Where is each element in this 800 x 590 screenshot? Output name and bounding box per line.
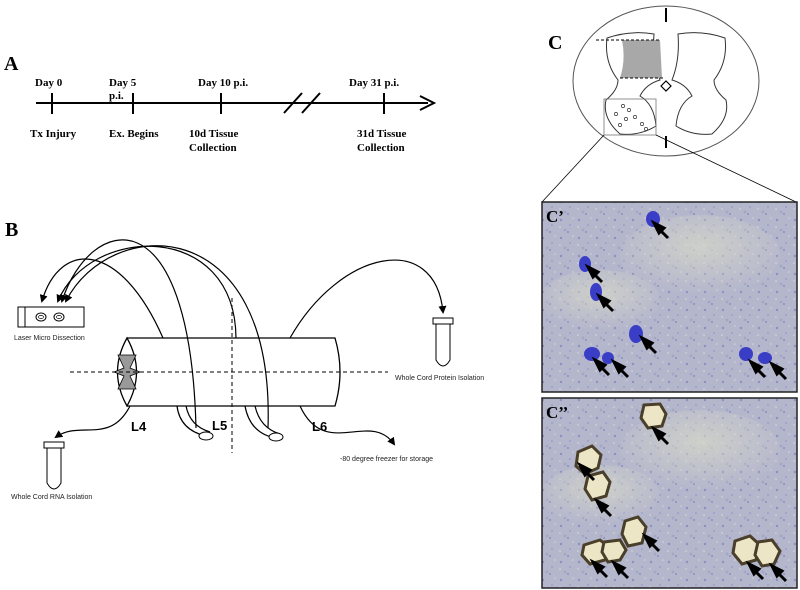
timeline-break-mark-2 — [301, 92, 321, 114]
dissected-hole — [731, 534, 762, 566]
timeline-break-mark-1 — [283, 92, 303, 114]
arrow-to-protein — [289, 259, 447, 339]
shaded-region — [620, 40, 662, 78]
timeline-arrowhead — [419, 95, 437, 111]
neuron — [739, 347, 753, 361]
timeline-event-1-bottom: Ex. Begins — [109, 128, 159, 140]
timeline-event-1-top2: p.i. — [109, 90, 124, 102]
timeline-event-2-bottom2: Collection — [189, 142, 237, 154]
gray-matter-right — [671, 32, 728, 135]
dissected-hole — [620, 515, 648, 548]
arrow-to-freezer — [299, 405, 396, 446]
arrow-to-slide-3 — [56, 245, 237, 339]
panel-c1-label: C’ — [546, 207, 564, 226]
rna-label: Whole Cord RNA Isolation — [11, 494, 92, 501]
freezer-label: -80 degree freezer for storage — [340, 456, 433, 463]
timeline-event-3-bottom2: Collection — [357, 142, 405, 154]
laser-label: Laser Micro Dissection — [14, 335, 85, 342]
arrows-c2 — [576, 425, 788, 583]
arrow-to-slide-1 — [39, 258, 164, 339]
timeline-event-2-top: Day 10 p.i. — [198, 77, 248, 89]
cross-section — [541, 5, 797, 203]
protein-label: Whole Cord Protein Isolation — [395, 375, 484, 382]
panel-b-label: B — [5, 219, 18, 241]
slide-section-2 — [53, 312, 65, 322]
timeline-event-1-top: Day 5 — [109, 77, 137, 89]
timeline: Day 0 Tx Injury Day 5 p.i. Ex. Begins Da… — [30, 77, 437, 154]
nerve-root-l5 — [244, 405, 276, 439]
neuron — [584, 347, 600, 361]
timeline-event-3-bottom: 31d Tissue — [357, 128, 407, 140]
nerve-root-l4 — [176, 405, 207, 437]
drg-l5 — [268, 432, 284, 442]
micrograph-c1: C’ — [540, 201, 798, 393]
dissected-hole — [753, 538, 782, 568]
timeline-event-0-bottom: Tx Injury — [30, 128, 77, 140]
segment-label-l5: L5 — [212, 418, 227, 433]
arrow-to-slide-4 — [65, 245, 269, 429]
dissected-hole — [639, 402, 668, 430]
rna-tube — [43, 441, 65, 490]
panel-c-label: C — [548, 32, 562, 54]
diagram-b: Laser Micro Dissection Whole Cord Protei… — [11, 239, 484, 501]
neuron — [602, 352, 614, 364]
zoom-line-left — [541, 134, 605, 203]
timeline-event-3-top: Day 31 p.i. — [349, 77, 399, 89]
laser-slide — [17, 306, 85, 328]
neuron — [758, 352, 772, 364]
segment-label-l4: L4 — [131, 419, 147, 434]
arrows-c1 — [584, 219, 788, 381]
neuron — [629, 325, 643, 343]
panel-c2-label: C’’ — [546, 403, 568, 422]
slide-section-1 — [35, 312, 47, 322]
central-canal — [660, 80, 672, 92]
zoom-line-right — [655, 134, 797, 203]
slide-rect — [17, 306, 85, 328]
micrograph-c2: C’’ — [540, 397, 798, 589]
panel-a-label: A — [4, 53, 19, 75]
motor-neuron-box — [603, 98, 657, 136]
timeline-event-2-bottom: 10d Tissue — [189, 128, 239, 140]
segment-label-l6: L6 — [312, 419, 327, 434]
drg-l4 — [198, 431, 214, 441]
protein-tube — [432, 317, 454, 367]
arrow-to-slide-2 — [60, 239, 197, 429]
timeline-event-0-top: Day 0 — [35, 77, 63, 89]
dissected-hole — [600, 538, 628, 564]
arrow-to-rna — [54, 405, 131, 439]
